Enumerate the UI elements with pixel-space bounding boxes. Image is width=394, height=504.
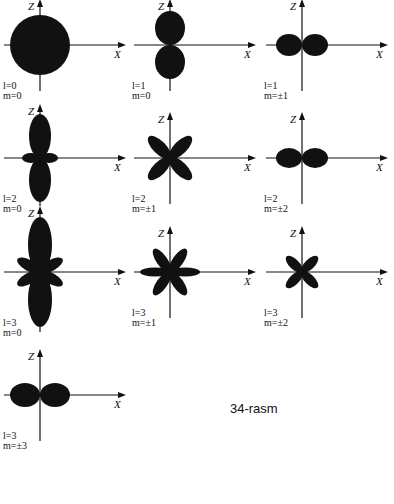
orbital-lobe xyxy=(37,267,65,290)
axis-arrowhead xyxy=(37,104,43,112)
x-axis xyxy=(134,44,252,45)
axis-label: X xyxy=(244,49,251,59)
axis-arrowhead xyxy=(167,0,173,7)
axis-arrowhead xyxy=(37,349,43,357)
quantum-number: l=2 xyxy=(132,194,145,204)
axis-arrowhead xyxy=(380,269,388,275)
quantum-number: l=2 xyxy=(264,194,277,204)
axis-arrowhead xyxy=(248,155,256,161)
orbital-lobe xyxy=(165,269,190,298)
axis-label: Z xyxy=(158,228,164,238)
axis-arrowhead xyxy=(118,392,126,398)
x-axis xyxy=(134,157,252,158)
quantum-number: l=3 xyxy=(3,318,16,328)
x-axis xyxy=(266,157,384,158)
x-axis xyxy=(4,271,122,272)
axis-label: Z xyxy=(290,228,296,238)
axis-label: Z xyxy=(28,351,34,361)
z-axis xyxy=(39,353,40,441)
z-axis xyxy=(301,3,302,91)
axis-label: X xyxy=(244,276,251,286)
axis-label: Z xyxy=(158,114,164,124)
quantum-number: l=0 xyxy=(3,81,16,91)
figure-caption: 34-rasm xyxy=(230,402,278,416)
axis-arrowhead xyxy=(37,0,43,7)
axis-arrowhead xyxy=(167,226,173,234)
z-axis xyxy=(39,210,40,332)
x-axis xyxy=(266,271,384,272)
axis-label: X xyxy=(376,49,383,59)
x-axis xyxy=(4,157,122,158)
axis-arrowhead xyxy=(167,112,173,120)
axis-label: Z xyxy=(28,1,34,11)
axis-label: X xyxy=(114,276,121,286)
axis-arrowhead xyxy=(248,269,256,275)
axis-label: X xyxy=(114,162,121,172)
quantum-number: l=3 xyxy=(3,431,16,441)
axis-arrowhead xyxy=(380,155,388,161)
orbital-lobe xyxy=(149,246,174,275)
quantum-number: m=±1 xyxy=(264,91,288,101)
axis-label: Z xyxy=(290,1,296,11)
axis-label: X xyxy=(114,49,121,59)
axis-label: Z xyxy=(290,114,296,124)
x-axis xyxy=(4,44,122,45)
quantum-number: l=1 xyxy=(132,81,145,91)
quantum-number: m=±2 xyxy=(264,204,288,214)
quantum-number: m=0 xyxy=(132,91,150,101)
axis-arrowhead xyxy=(118,269,126,275)
quantum-number: m=0 xyxy=(3,328,21,338)
z-axis xyxy=(169,3,170,91)
z-axis xyxy=(301,230,302,318)
z-axis xyxy=(301,116,302,204)
axis-label: X xyxy=(376,162,383,172)
axis-label: Z xyxy=(28,106,34,116)
axis-arrowhead xyxy=(299,112,305,120)
quantum-number: l=2 xyxy=(3,194,16,204)
z-axis xyxy=(39,3,40,91)
z-axis xyxy=(169,230,170,318)
axis-arrowhead xyxy=(299,0,305,7)
quantum-number: m=±1 xyxy=(132,318,156,328)
quantum-number: m=0 xyxy=(3,91,21,101)
axis-label: Z xyxy=(158,1,164,11)
axis-label: X xyxy=(114,399,121,409)
axis-arrowhead xyxy=(118,42,126,48)
x-axis xyxy=(134,271,252,272)
x-axis xyxy=(266,44,384,45)
axis-arrowhead xyxy=(248,42,256,48)
axis-label: X xyxy=(244,162,251,172)
quantum-number: l=3 xyxy=(132,308,145,318)
axis-arrowhead xyxy=(118,155,126,161)
axis-label: Z xyxy=(28,208,34,218)
axis-arrowhead xyxy=(37,206,43,214)
orbital-lobe xyxy=(15,267,43,290)
quantum-number: m=0 xyxy=(3,204,21,214)
axis-label: X xyxy=(376,276,383,286)
axis-arrowhead xyxy=(380,42,388,48)
quantum-number: m=±2 xyxy=(264,318,288,328)
axis-arrowhead xyxy=(299,226,305,234)
z-axis xyxy=(169,116,170,204)
quantum-number: l=1 xyxy=(264,81,277,91)
quantum-number: l=3 xyxy=(264,308,277,318)
z-axis xyxy=(39,108,40,206)
quantum-number: m=±3 xyxy=(3,441,27,451)
x-axis xyxy=(4,394,122,395)
quantum-number: m=±1 xyxy=(132,204,156,214)
